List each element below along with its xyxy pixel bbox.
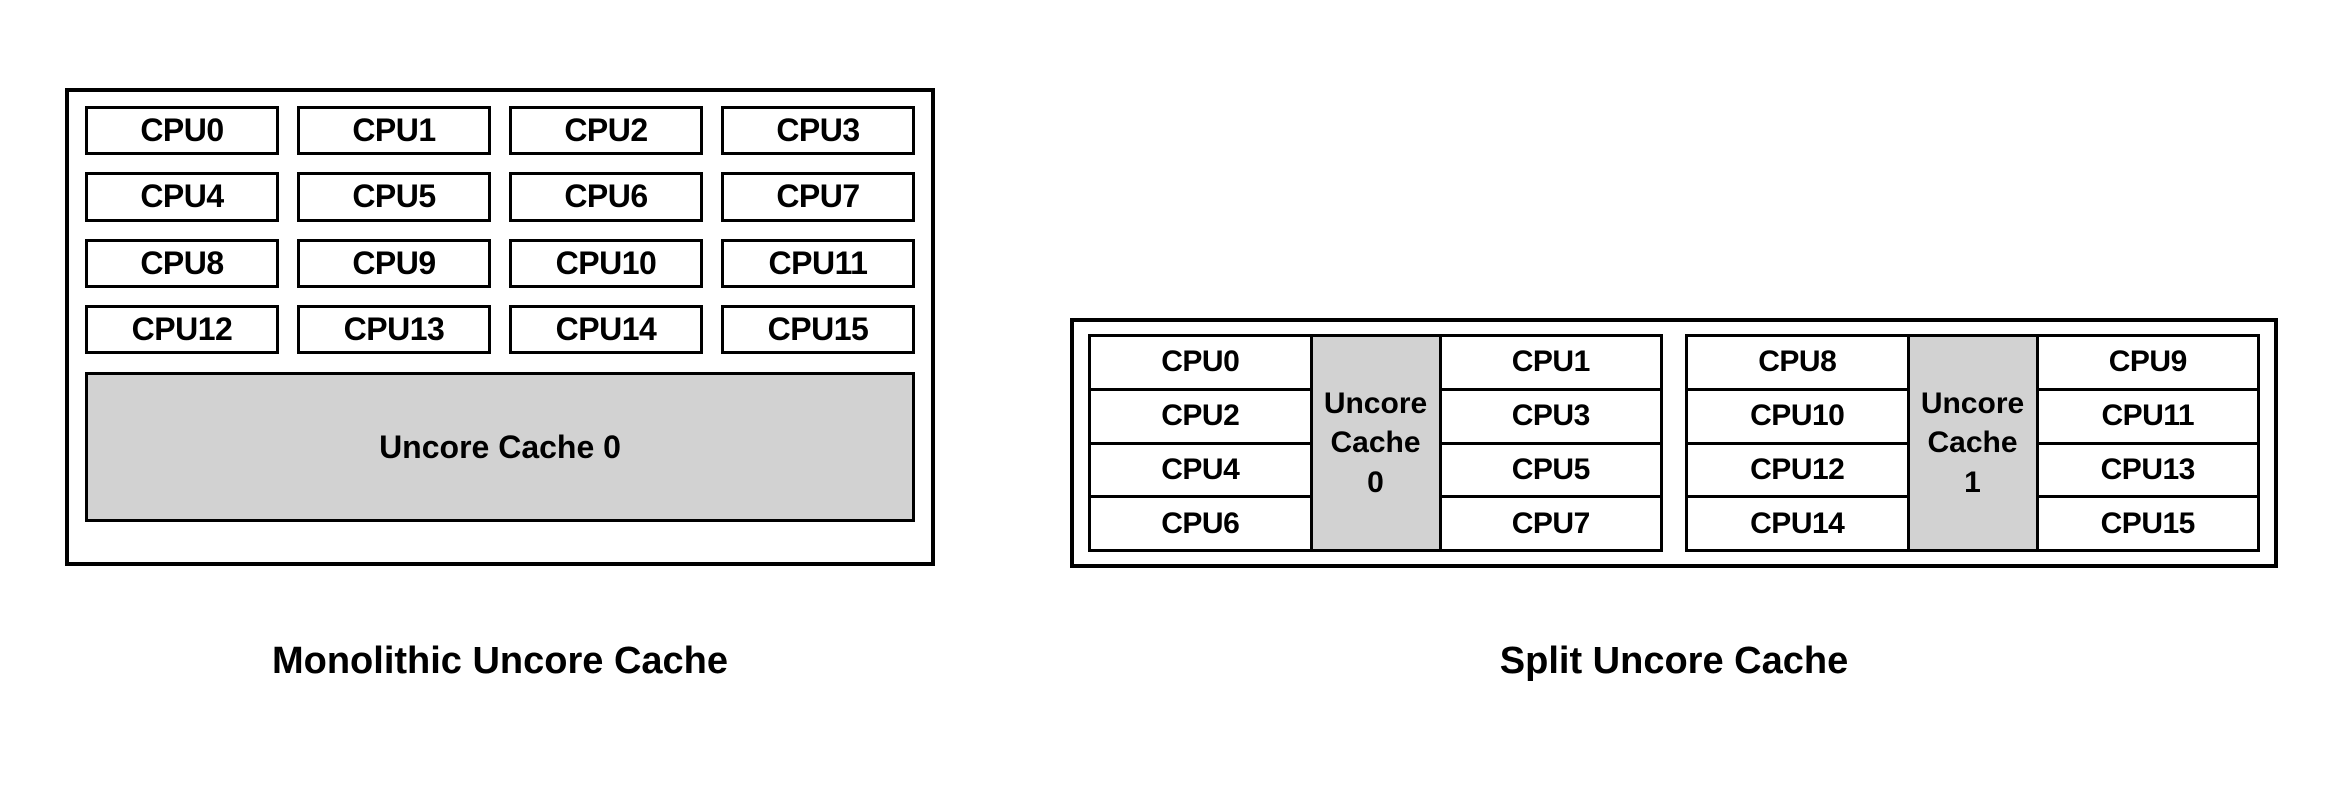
cpu-block: CPU4 xyxy=(85,172,279,222)
cpu-block: CPU15 xyxy=(2038,498,2257,549)
cpu-block: CPU11 xyxy=(2038,390,2257,445)
cpu-block: CPU13 xyxy=(2038,444,2257,499)
cpu-block: CPU0 xyxy=(85,106,279,156)
uncore-cache-line-2: Cache xyxy=(1927,426,2018,460)
cpu-block: CPU7 xyxy=(1441,498,1660,549)
cluster-1-right-cpu-column: CPU9 CPU11 CPU13 CPU15 xyxy=(2038,337,2257,549)
cpu-block: CPU9 xyxy=(297,238,491,288)
cpu-block: CPU12 xyxy=(1688,444,1907,499)
cpu-block: CPU9 xyxy=(2038,337,2257,391)
cpu-block: CPU1 xyxy=(297,106,491,156)
cluster-0-right-cpu-column: CPU1 CPU3 CPU5 CPU7 xyxy=(1441,337,1660,549)
cpu-block: CPU14 xyxy=(509,304,703,354)
split-uncore-cache-panel: CPU0 CPU2 CPU4 CPU6 Uncore Cache 0 CPU1 … xyxy=(1070,318,2278,568)
monolithic-caption: Monolithic Uncore Cache xyxy=(271,640,729,682)
cpu-block: CPU10 xyxy=(509,238,703,288)
cpu-block: CPU2 xyxy=(1091,390,1310,445)
cluster-1-left-cpu-column: CPU8 CPU10 CPU12 CPU14 xyxy=(1688,337,1907,549)
cpu-block: CPU3 xyxy=(1441,390,1660,445)
uncore-cache-block: Uncore Cache 1 xyxy=(1906,337,2039,549)
uncore-cache-line-1: Uncore xyxy=(1323,386,1428,420)
monolithic-uncore-cache-panel: CPU0 CPU1 CPU2 CPU3 CPU4 CPU5 CPU6 CPU7 … xyxy=(65,88,935,566)
cpu-block: CPU14 xyxy=(1688,498,1907,549)
uncore-cache-block: Uncore Cache 0 xyxy=(85,372,915,522)
uncore-cache-line-3: 1 xyxy=(1964,465,1981,499)
cpu-block: CPU0 xyxy=(1091,337,1310,391)
cpu-block: CPU10 xyxy=(1688,390,1907,445)
uncore-cache-line-1: Uncore xyxy=(1920,386,2025,420)
cpu-block: CPU3 xyxy=(721,106,915,156)
uncore-cache-line-3: 0 xyxy=(1367,465,1384,499)
cluster-1: CPU8 CPU10 CPU12 CPU14 Uncore Cache 1 CP… xyxy=(1685,334,2260,552)
cpu-block: CPU6 xyxy=(509,172,703,222)
uncore-cache-line-2: Cache xyxy=(1330,426,1421,460)
split-caption: Split Uncore Cache xyxy=(1499,640,1849,682)
cpu-block: CPU1 xyxy=(1441,337,1660,391)
cpu-block: CPU4 xyxy=(1091,444,1310,499)
cpu-block: CPU2 xyxy=(509,106,703,156)
cluster-0-left-cpu-column: CPU0 CPU2 CPU4 CPU6 xyxy=(1091,337,1310,549)
cpu-block: CPU6 xyxy=(1091,498,1310,549)
cpu-block: CPU5 xyxy=(1441,444,1660,499)
cpu-block: CPU11 xyxy=(721,238,915,288)
cpu-block: CPU13 xyxy=(297,304,491,354)
cpu-block: CPU7 xyxy=(721,172,915,222)
cpu-block: CPU8 xyxy=(85,238,279,288)
cpu-block: CPU15 xyxy=(721,304,915,354)
cluster-0: CPU0 CPU2 CPU4 CPU6 Uncore Cache 0 CPU1 … xyxy=(1088,334,1663,552)
uncore-cache-block: Uncore Cache 0 xyxy=(1309,337,1442,549)
cpu-block: CPU8 xyxy=(1688,337,1907,391)
monolithic-cpu-grid: CPU0 CPU1 CPU2 CPU3 CPU4 CPU5 CPU6 CPU7 … xyxy=(85,106,915,354)
cpu-block: CPU5 xyxy=(297,172,491,222)
cpu-block: CPU12 xyxy=(85,304,279,354)
